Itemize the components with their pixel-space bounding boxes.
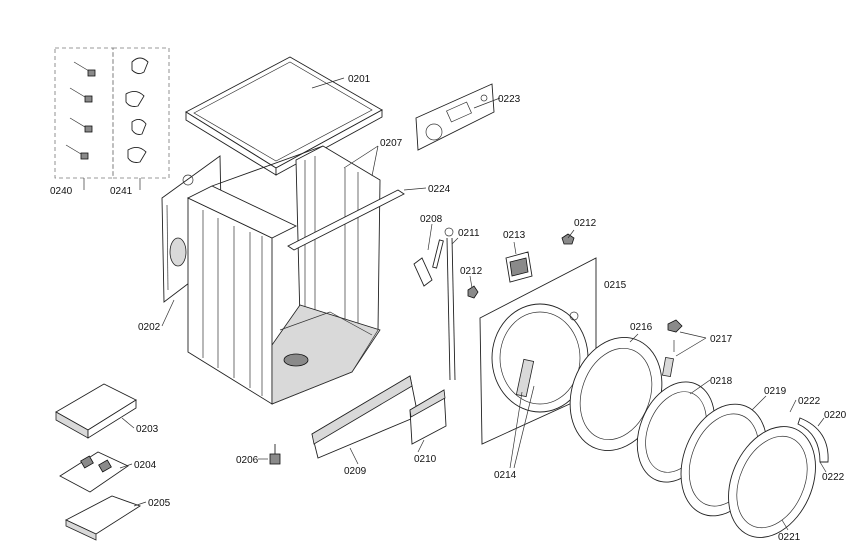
label-0202: 0202 (138, 322, 161, 333)
control-panel (415, 83, 495, 151)
label-0224: 0224 (428, 184, 451, 195)
label-0206: 0206 (236, 455, 259, 466)
label-0215: 0215 (604, 280, 627, 291)
inner-door-frame (569, 337, 663, 451)
foot-0206 (269, 444, 281, 465)
label-0219: 0219 (764, 386, 787, 397)
door-lock-0213 (505, 251, 533, 283)
label-0208: 0208 (420, 214, 443, 225)
label-0212-lower: 0212 (460, 266, 483, 277)
label-0221: 0221 (778, 532, 801, 543)
label-0211: 0211 (458, 228, 480, 239)
label-0204: 0204 (134, 460, 157, 471)
label-0214: 0214 (494, 470, 517, 481)
outer-door-ring (728, 426, 816, 538)
label-0207: 0207 (380, 138, 403, 149)
label-0217: 0217 (710, 334, 733, 345)
label-0222-lower: 0222 (822, 472, 845, 483)
part-labels: 0201 0202 0203 0204 0205 0206 0207 0208 … (50, 74, 847, 543)
electronic-modules (55, 383, 142, 541)
label-0209: 0209 (344, 466, 367, 477)
leader-lines-0214 (509, 385, 535, 469)
label-0222-upper: 0222 (798, 396, 821, 407)
label-0218: 0218 (710, 376, 733, 387)
label-0210: 0210 (414, 454, 437, 465)
label-0240: 0240 (50, 186, 73, 197)
detergent-drawer (311, 375, 447, 459)
label-0220: 0220 (824, 410, 847, 421)
front-panel (479, 257, 597, 445)
label-0213: 0213 (503, 230, 526, 241)
label-0216: 0216 (630, 322, 653, 333)
hinge-0217 (662, 319, 683, 378)
cabinet-frame (186, 145, 405, 405)
label-0223: 0223 (498, 94, 521, 105)
label-0212-upper: 0212 (574, 218, 597, 229)
clips-0212 (467, 233, 575, 299)
label-0205: 0205 (148, 498, 171, 509)
bracket-0208 (413, 239, 444, 287)
label-0201: 0201 (348, 74, 371, 85)
kit-boxes (54, 47, 170, 190)
rod-0211 (444, 227, 456, 381)
leader-lines (119, 77, 827, 531)
label-0203: 0203 (136, 424, 159, 435)
label-0241: 0241 (110, 186, 133, 197)
